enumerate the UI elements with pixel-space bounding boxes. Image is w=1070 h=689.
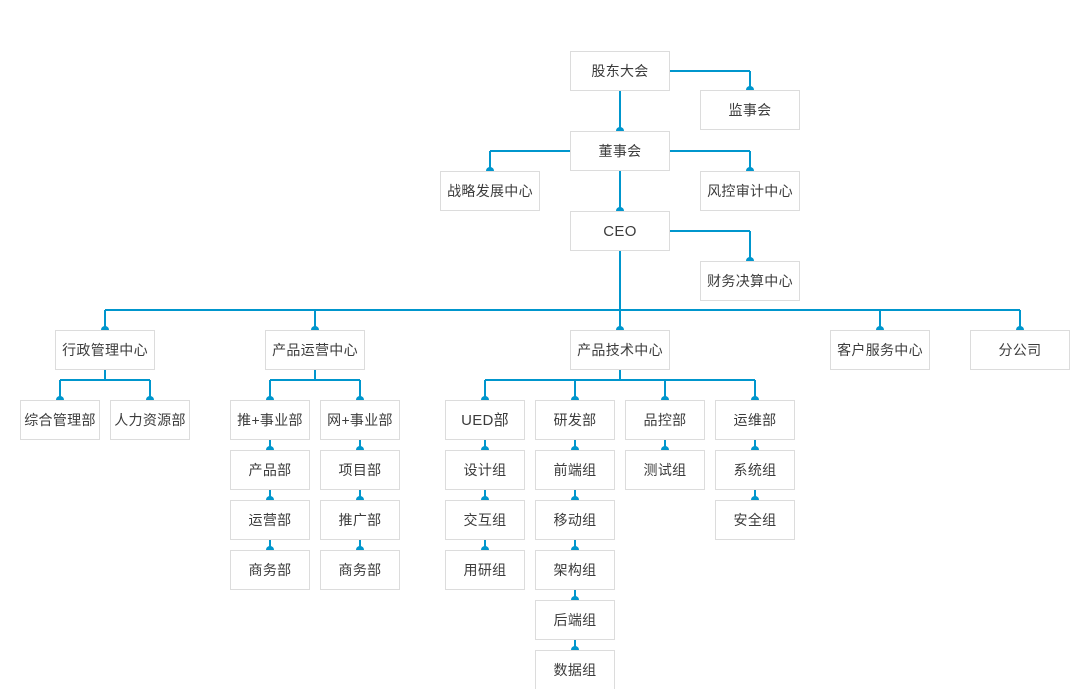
org-node[interactable]: 行政管理中心 bbox=[55, 330, 155, 370]
org-node-label: 移动组 bbox=[553, 512, 597, 528]
org-node[interactable]: 产品部 bbox=[230, 450, 310, 490]
org-node-label: 交互组 bbox=[463, 512, 507, 528]
org-node-label: 测试组 bbox=[643, 462, 687, 478]
org-node[interactable]: 分公司 bbox=[970, 330, 1070, 370]
org-node[interactable]: 交互组 bbox=[445, 500, 525, 540]
org-node[interactable]: 商务部 bbox=[230, 550, 310, 590]
org-node-label: 网+事业部 bbox=[327, 412, 393, 428]
org-node-label: 商务部 bbox=[338, 562, 382, 578]
org-node-label: 行政管理中心 bbox=[62, 342, 148, 358]
org-node-label: 安全组 bbox=[733, 512, 777, 528]
org-node-label: 产品技术中心 bbox=[577, 342, 663, 358]
org-node-label: 综合管理部 bbox=[24, 412, 96, 428]
org-node[interactable]: 移动组 bbox=[535, 500, 615, 540]
org-node-label: 产品部 bbox=[248, 462, 292, 478]
org-node[interactable]: CEO bbox=[570, 211, 670, 251]
org-node-label: 前端组 bbox=[553, 462, 597, 478]
org-node-label: 董事会 bbox=[598, 143, 642, 159]
org-node-label: 运维部 bbox=[733, 412, 777, 428]
org-node[interactable]: 客户服务中心 bbox=[830, 330, 930, 370]
org-node[interactable]: 运维部 bbox=[715, 400, 795, 440]
org-node[interactable]: 安全组 bbox=[715, 500, 795, 540]
org-node-label: 推广部 bbox=[338, 512, 382, 528]
org-node[interactable]: 财务决算中心 bbox=[700, 261, 800, 301]
org-node-label: 财务决算中心 bbox=[707, 273, 793, 289]
org-node[interactable]: 战略发展中心 bbox=[440, 171, 540, 211]
org-node-label: 品控部 bbox=[643, 412, 687, 428]
org-node[interactable]: 前端组 bbox=[535, 450, 615, 490]
org-node[interactable]: 用研组 bbox=[445, 550, 525, 590]
org-node[interactable]: 综合管理部 bbox=[20, 400, 100, 440]
org-node-label: 客户服务中心 bbox=[837, 342, 923, 358]
org-node-label: CEO bbox=[603, 222, 637, 240]
org-node-label: 用研组 bbox=[463, 562, 507, 578]
org-node[interactable]: 数据组 bbox=[535, 650, 615, 689]
org-node[interactable]: 设计组 bbox=[445, 450, 525, 490]
org-node[interactable]: 商务部 bbox=[320, 550, 400, 590]
org-node-label: 监事会 bbox=[728, 102, 772, 118]
org-node[interactable]: 网+事业部 bbox=[320, 400, 400, 440]
org-node[interactable]: 品控部 bbox=[625, 400, 705, 440]
org-node-label: 运营部 bbox=[248, 512, 292, 528]
org-node-label: 商务部 bbox=[248, 562, 292, 578]
org-node[interactable]: 监事会 bbox=[700, 90, 800, 130]
org-node[interactable]: 测试组 bbox=[625, 450, 705, 490]
org-node-label: 系统组 bbox=[733, 462, 777, 478]
org-node-label: 人力资源部 bbox=[114, 412, 186, 428]
org-node[interactable]: 推+事业部 bbox=[230, 400, 310, 440]
org-node[interactable]: 运营部 bbox=[230, 500, 310, 540]
org-node[interactable]: 项目部 bbox=[320, 450, 400, 490]
org-node[interactable]: 后端组 bbox=[535, 600, 615, 640]
org-node[interactable]: 产品运营中心 bbox=[265, 330, 365, 370]
org-node-label: 研发部 bbox=[553, 412, 597, 428]
org-node[interactable]: 人力资源部 bbox=[110, 400, 190, 440]
org-node-label: 架构组 bbox=[553, 562, 597, 578]
org-node-label: 设计组 bbox=[463, 462, 507, 478]
org-node[interactable]: 董事会 bbox=[570, 131, 670, 171]
org-node[interactable]: 产品技术中心 bbox=[570, 330, 670, 370]
org-node-label: 后端组 bbox=[553, 612, 597, 628]
org-node-label: 股东大会 bbox=[591, 63, 649, 79]
org-node[interactable]: UED部 bbox=[445, 400, 525, 440]
org-node-label: 风控审计中心 bbox=[707, 183, 793, 199]
org-node-label: 推+事业部 bbox=[237, 412, 303, 428]
org-node[interactable]: 架构组 bbox=[535, 550, 615, 590]
org-node-label: 数据组 bbox=[553, 662, 597, 678]
org-node-label: 项目部 bbox=[338, 462, 382, 478]
org-node-label: UED部 bbox=[461, 411, 509, 429]
org-node-label: 产品运营中心 bbox=[272, 342, 358, 358]
org-node-label: 分公司 bbox=[998, 342, 1042, 358]
org-node[interactable]: 推广部 bbox=[320, 500, 400, 540]
org-node[interactable]: 系统组 bbox=[715, 450, 795, 490]
org-node[interactable]: 研发部 bbox=[535, 400, 615, 440]
org-node[interactable]: 股东大会 bbox=[570, 51, 670, 91]
org-node-label: 战略发展中心 bbox=[447, 183, 533, 199]
org-node[interactable]: 风控审计中心 bbox=[700, 171, 800, 211]
